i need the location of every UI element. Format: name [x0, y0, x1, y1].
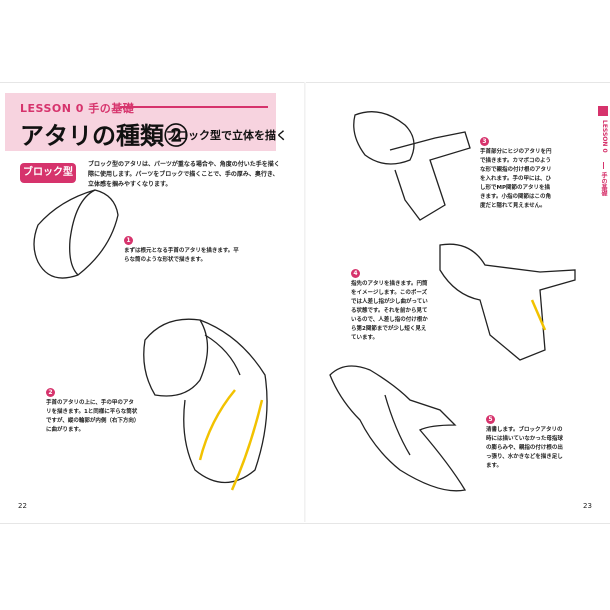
- step-number: 4: [351, 269, 360, 278]
- step-1: 1 まずは根元となる手首のアタリを描きます。平らな筒のような形状で描きます。: [124, 236, 244, 265]
- step-text: 指先のアタリを描きます。円筒をイメージします。このポーズでは人差し指が少し曲がっ…: [351, 281, 428, 341]
- wrist-block-drawing: [33, 189, 119, 279]
- palm-block-drawing: [143, 318, 268, 491]
- intro-text: ブロック型のアタリは、パーツが重なる場合や、角度の付いた手を描く際に使用します。…: [88, 161, 280, 188]
- lesson-rule: [120, 106, 268, 108]
- step-text: 手首部分にヒジのアタリを円で描きます。カマボコのような形で親指の付け根のアタリを…: [480, 149, 552, 209]
- hand-step3-drawing: [353, 111, 471, 221]
- header-band: [5, 93, 276, 151]
- page-subtitle: ブロック型で立体を描く: [166, 129, 287, 142]
- step-number: 2: [46, 388, 55, 397]
- side-tab-divider: [603, 162, 604, 169]
- page-title: アタリの種類②: [20, 121, 188, 150]
- step-text: 清書します。ブロックアタリの時には描いていなかった母指球の膨らみや、親指の付け根…: [486, 427, 563, 469]
- side-tab-lesson: LESSON 0: [601, 120, 608, 153]
- step-3: 3 手首部分にヒジのアタリを円で描きます。カマボコのような形で親指の付け根のアタリ…: [480, 137, 555, 211]
- step-5: 5 清書します。ブロックアタリの時には描いていなかった母指球の膨らみや、親指の付け…: [486, 415, 566, 471]
- page-number-right: 23: [583, 502, 592, 510]
- hand-step5-drawing: [329, 365, 467, 492]
- hand-step4-drawing: [439, 243, 576, 361]
- step-number: 3: [480, 137, 489, 146]
- step-number: 5: [486, 415, 495, 424]
- page-number-left: 22: [18, 502, 27, 510]
- step-text: 手首のアタリの上に、手の甲のアタリを描きます。1と同様に平らな筒状ですが、縦の輪…: [46, 400, 138, 433]
- step-number: 1: [124, 236, 133, 245]
- lesson-label: LESSON 0 手の基礎: [20, 102, 135, 115]
- step-4: 4 指先のアタリを描きます。円筒をイメージします。このポーズでは人差し指が少し曲が…: [351, 269, 431, 343]
- step-text: まずは根元となる手首のアタリを描きます。平らな筒のような形状で描きます。: [124, 248, 239, 263]
- gutter: [304, 82, 306, 522]
- block-type-badge: ブロック型: [20, 163, 76, 183]
- side-tab-topic: 手の基礎: [600, 172, 607, 196]
- step-2: 2 手首のアタリの上に、手の甲のアタリを描きます。1と同様に平らな筒状ですが、縦の…: [46, 388, 138, 435]
- side-tab-marker: [598, 106, 608, 116]
